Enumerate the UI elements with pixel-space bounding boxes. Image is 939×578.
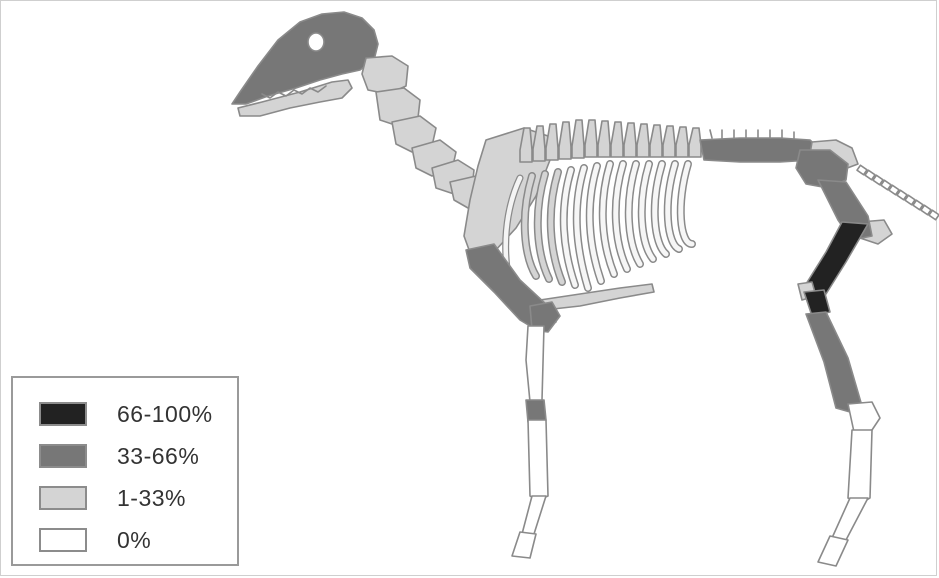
lumbar-spines: [710, 130, 794, 138]
hind-pastern: [832, 498, 868, 540]
tail-vertebra: [929, 210, 939, 220]
thoracic-vertebra: [637, 124, 649, 157]
skull: [232, 12, 378, 116]
sternum: [540, 284, 654, 310]
eye-orbit: [308, 33, 324, 51]
legend-label: 1-33%: [117, 485, 186, 512]
legend-label: 66-100%: [117, 401, 213, 428]
tibia: [806, 312, 862, 412]
legend-label: 33-66%: [117, 443, 199, 470]
thoracic-vertebra: [585, 120, 597, 157]
thoracic-vertebra: [572, 120, 584, 158]
front-cannon-bone: [528, 420, 548, 500]
legend-swatch: [39, 444, 87, 468]
thoracic-vertebrae: [520, 120, 701, 162]
thoracic-vertebra: [611, 122, 623, 157]
cervical-vertebrae: [362, 56, 490, 208]
legend-label: 0%: [117, 527, 151, 554]
thoracic-vertebra: [676, 127, 688, 157]
legend-item-66-100: 66-100%: [39, 398, 213, 430]
hind-cannon-bone: [848, 430, 872, 504]
hind-leg: [798, 180, 892, 566]
thoracic-vertebra: [689, 128, 701, 157]
legend-swatch: [39, 402, 87, 426]
femur: [806, 222, 868, 300]
front-hoof: [512, 532, 536, 558]
legend-swatch: [39, 486, 87, 510]
thoracic-vertebra: [559, 122, 571, 159]
carpus: [526, 400, 546, 422]
front-pastern: [522, 496, 546, 534]
legend-item-1-33: 1-33%: [39, 482, 186, 514]
thoracic-vertebra: [650, 125, 662, 157]
foreleg: [466, 244, 560, 558]
thoracic-vertebra: [546, 124, 558, 160]
hock: [848, 402, 880, 432]
legend: 66-100% 33-66% 1-33% 0%: [11, 376, 239, 566]
legend-swatch: [39, 528, 87, 552]
thoracic-vertebra: [598, 121, 610, 157]
tail-vertebrae: [857, 165, 939, 220]
ribs: [525, 164, 692, 288]
legend-item-0: 0%: [39, 524, 151, 556]
hind-hoof: [818, 536, 848, 566]
legend-item-33-66: 33-66%: [39, 440, 199, 472]
thoracic-vertebra: [624, 123, 636, 157]
radius: [526, 326, 544, 402]
thoracic-vertebra: [663, 126, 675, 157]
